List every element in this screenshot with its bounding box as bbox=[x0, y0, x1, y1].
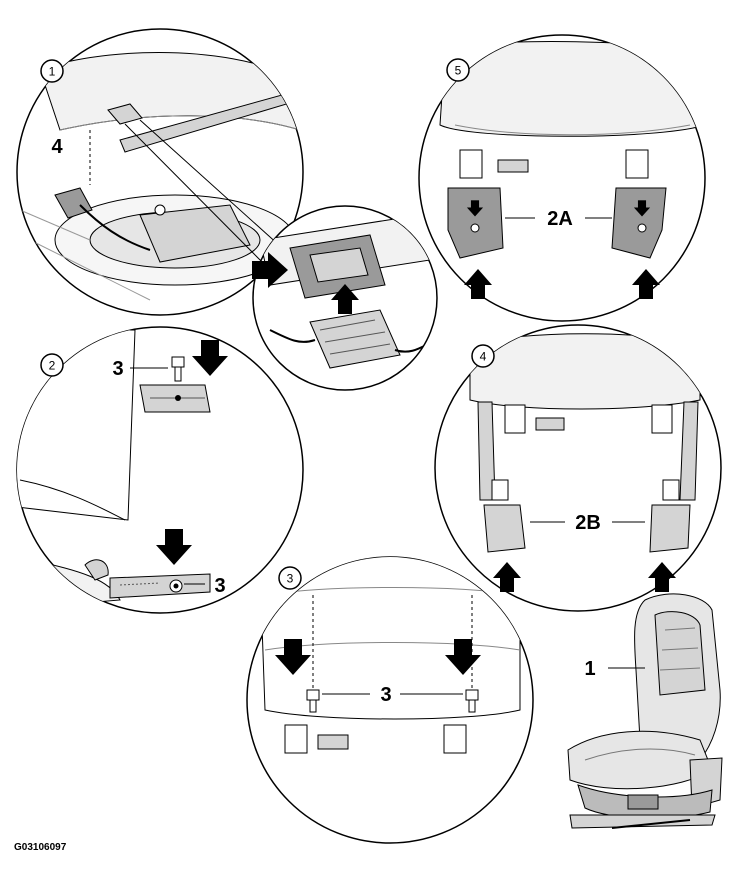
step3-detail bbox=[246, 556, 534, 844]
step-badge-4: 4 bbox=[471, 344, 495, 368]
seat-overview bbox=[567, 593, 723, 829]
callout-cover-front: 2B bbox=[575, 512, 601, 534]
step4-detail bbox=[434, 324, 722, 612]
step1-detail bbox=[16, 28, 304, 316]
callout-bolt-upper: 3 bbox=[112, 358, 123, 380]
callout-cover-rear: 2A bbox=[547, 208, 573, 230]
callout-bolt-lower: 3 bbox=[214, 575, 225, 597]
step-badge-3: 3 bbox=[278, 566, 302, 590]
svg-text:2: 2 bbox=[49, 359, 56, 373]
svg-text:1: 1 bbox=[49, 65, 56, 79]
svg-text:5: 5 bbox=[455, 64, 462, 78]
callout-seat: 1 bbox=[584, 658, 595, 680]
step-badge-2: 2 bbox=[40, 353, 64, 377]
step-badge-1: 1 bbox=[40, 59, 64, 83]
step-badge-5: 5 bbox=[446, 58, 470, 82]
figure-reference-code: G03106097 bbox=[14, 842, 67, 853]
callout-connector: 4 bbox=[51, 136, 63, 158]
step2-detail bbox=[16, 326, 304, 614]
svg-text:3: 3 bbox=[287, 572, 294, 586]
step5-detail bbox=[418, 34, 706, 322]
step1-zoom-detail bbox=[252, 205, 438, 391]
callout-bolts-front: 3 bbox=[380, 684, 391, 706]
svg-text:4: 4 bbox=[480, 350, 487, 364]
